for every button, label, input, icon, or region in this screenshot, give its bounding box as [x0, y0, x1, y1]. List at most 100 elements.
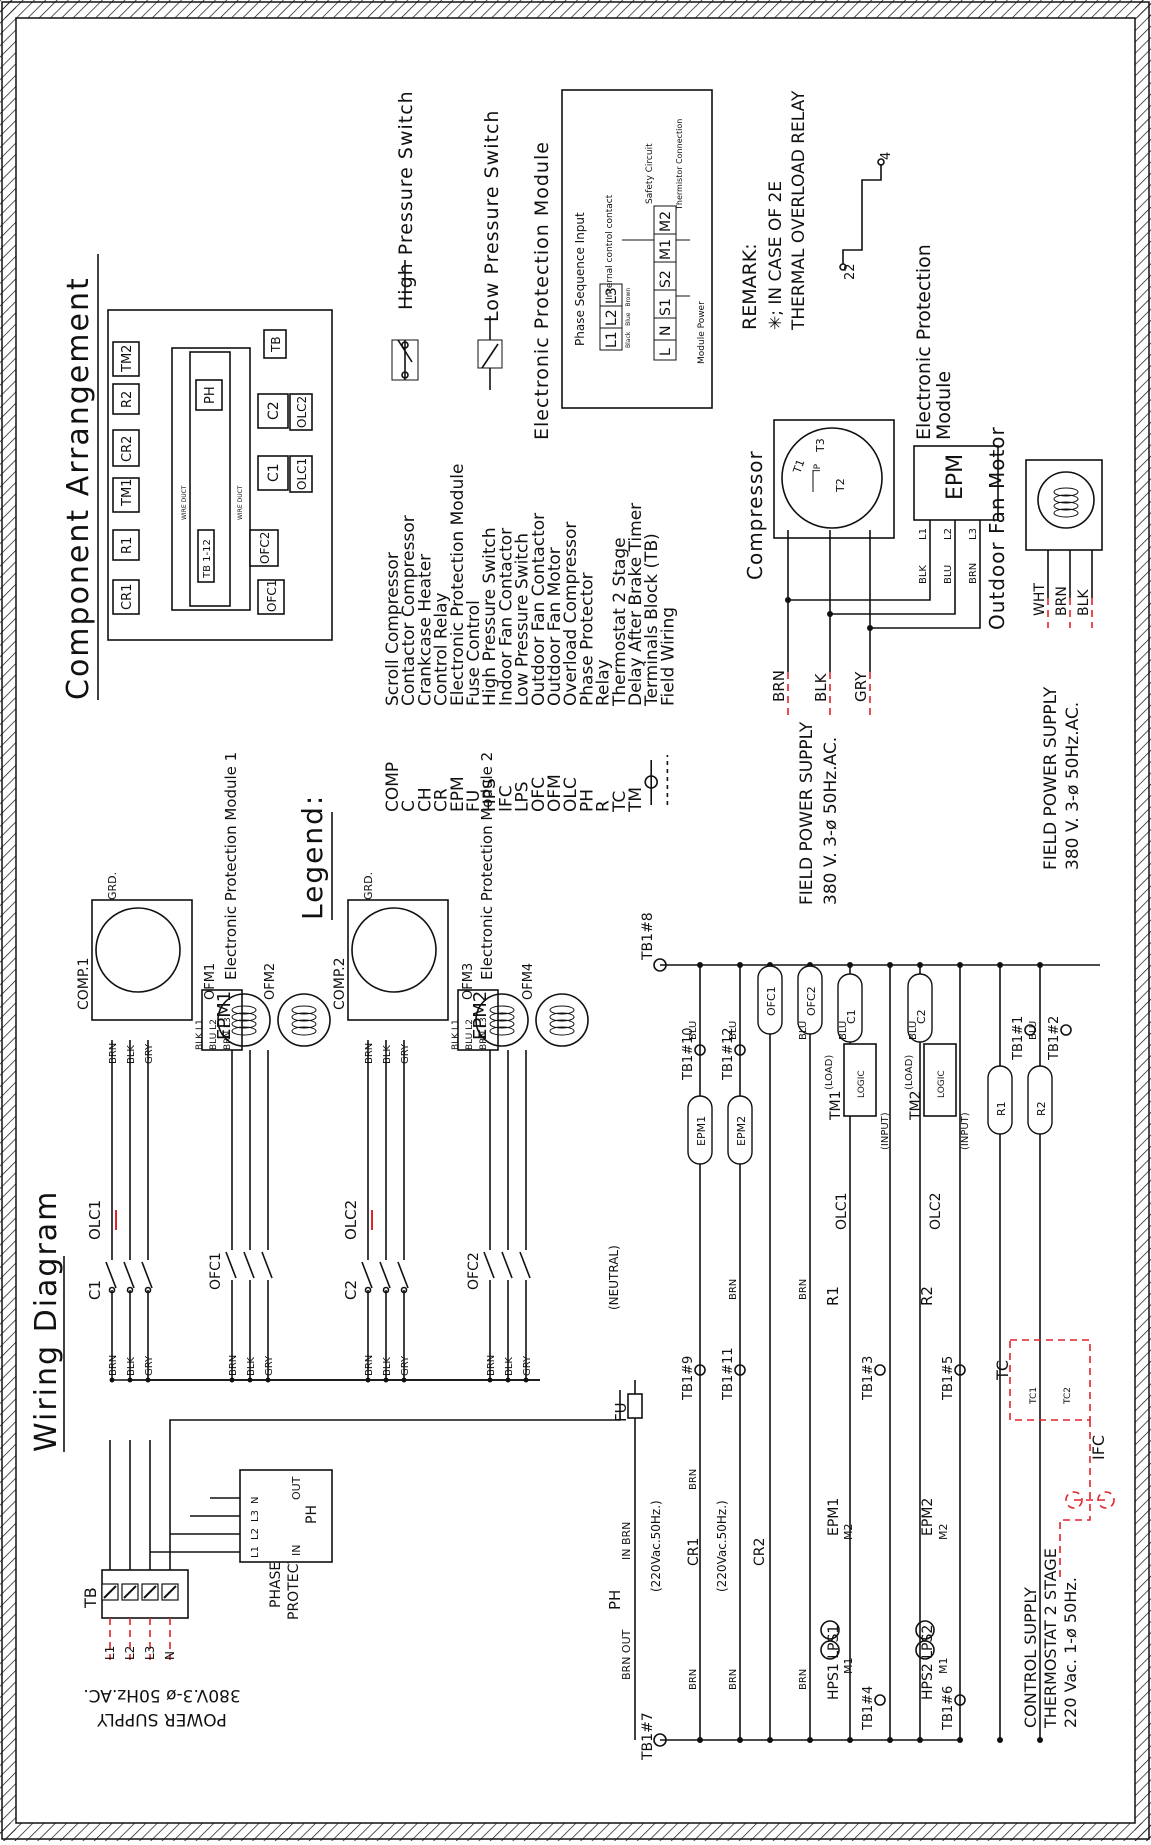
fw-wire-1-0: BRN [228, 1355, 239, 1376]
rung-wire-4: BRN [728, 1279, 739, 1300]
legend-code-0: COMP [383, 762, 403, 812]
v220-1: (220Vac.50Hz.) [649, 1500, 663, 1592]
coil-7 [1027, 1065, 1053, 1135]
tm-input-2: (INPUT) [960, 1112, 971, 1150]
legend-title: Legend: [296, 794, 329, 920]
olc1-contact: OLC1 [834, 1192, 850, 1230]
coil-label-3: OFC2 [805, 986, 818, 1016]
m1-0: M1 [842, 1658, 855, 1675]
cw-wire-2-2: GRY [400, 1043, 411, 1064]
fan-wire-brn: BRN [1054, 586, 1070, 616]
fan-supply-2: 380 V. 3-ø 50Hz.AC. [1063, 702, 1083, 870]
ofc-1: OFC1 [208, 1252, 224, 1290]
comp-wire-brn: BRN [770, 670, 788, 702]
epm-module-diagram: Phase Sequence Input Internal control co… [561, 89, 713, 409]
fw-wire-2-1: BLK [504, 1357, 515, 1376]
tb-term-5: TB1#4 [861, 1686, 876, 1731]
tm-logic-2: LOGIC [937, 1070, 947, 1098]
legend-desc-17: Field Wiring [658, 607, 678, 706]
tc-label: TC [993, 1360, 1012, 1381]
legend-desc-14: Thermostat 2 Stage [610, 537, 630, 707]
legend-desc-8: Low Pressure Switch [513, 533, 533, 706]
legend-desc-5: Fuse Control [464, 600, 484, 706]
hps-icon-0 [820, 1640, 840, 1660]
legend-desc-6: High Pressure Switch [480, 527, 500, 706]
coil-0 [687, 1095, 713, 1165]
legend-code-8: LPS [513, 781, 533, 812]
fan-supply-1: FIELD POWER SUPPLY [1041, 686, 1061, 870]
coil-3 [797, 965, 823, 1035]
border-bottom [0, 1823, 1151, 1841]
olc-2: OLC2 [342, 1200, 360, 1240]
epm-box-label: EPM [943, 454, 968, 500]
ofm-1-1-icon [277, 993, 331, 1047]
rung-wire-5: BRN [798, 1279, 809, 1300]
tc1: TC1 [1029, 1387, 1039, 1405]
rung-wire-11: BLU [1028, 1021, 1039, 1040]
ca-ofc2: OFC2 [258, 532, 272, 564]
tc-box [1009, 1339, 1091, 1421]
cr1-contact: CR1 [686, 1538, 702, 1566]
epm-colors: Black Blue Brown [625, 288, 632, 348]
rung-wire-1: BRN [728, 1669, 739, 1690]
line-n: N [163, 1651, 177, 1660]
fw-wire-2-2: GRY [522, 1355, 533, 1376]
legend-code-13: R [594, 800, 614, 812]
coil-label-2: OFC1 [765, 986, 778, 1016]
rung-wire-0: BRN [688, 1669, 699, 1690]
ca-ph: PH [203, 386, 218, 404]
power-supply-2: POWER SUPPLY [97, 1709, 227, 1729]
ph-ladder-label: PH [606, 1590, 624, 1610]
ca-tm2: TM2 [120, 345, 135, 373]
tm-load-1: (LOAD) [824, 1055, 835, 1090]
legend-code-14: TC [610, 791, 630, 813]
rung-wire-6: BLU [688, 1021, 699, 1040]
m2-0: M2 [842, 1524, 855, 1541]
epm-coil-2: EPM2 [920, 1498, 936, 1536]
cr2-contact: CR2 [752, 1538, 768, 1566]
pw-wire-1-2: GRY [144, 1355, 155, 1376]
fan-motor-icon [1037, 471, 1095, 529]
tm-logic-1: LOGIC [857, 1070, 867, 1098]
legend-code-15: TM [626, 787, 646, 813]
pw-wire-2-0: BRN [364, 1355, 375, 1376]
tb-term-7: TB1#6 [941, 1686, 956, 1731]
epm-term-l1: L1 [604, 331, 620, 348]
ph-in-brn: IN BRN [620, 1522, 633, 1560]
comp-ip: IP [813, 463, 823, 472]
contactor-2: C2 [342, 1280, 360, 1300]
legend-desc-10: Outdoor Fan Motor [545, 547, 565, 706]
line-l2: L2 [123, 1646, 137, 1660]
compressor-1-icon [95, 907, 181, 993]
epm-wire-brn: BRN [968, 563, 979, 584]
control-supply-1: CONTROL SUPPLY [1021, 1587, 1040, 1728]
ew-wire-2-0: BLK L1 [451, 1019, 461, 1050]
coil-label-6: R1 [995, 1101, 1008, 1116]
coil-label-4: C1 [845, 1009, 858, 1024]
ca-cr1: CR1 [120, 584, 135, 610]
cw-wire-1-1: BLK [126, 1045, 137, 1064]
ew-wire-2-2: BRN L3 [479, 1017, 489, 1050]
legend-desc-3: Control Relay [432, 592, 452, 706]
epm-2-box: EPM2 [470, 991, 491, 1040]
hps-symbol-label: High Pressure Switch [395, 90, 417, 310]
tb-8: TB1#8 [640, 912, 656, 961]
legend-code-1: C [399, 800, 419, 812]
component-arrangement: Component Arrangement CR1 R1 TM1 CR2 R2 … [61, 254, 333, 700]
compressor-field-wiring: Compressor T1 T2 T3 IP EPM Electronic Pr… [743, 244, 999, 905]
ofm-1-0-icon [217, 993, 271, 1047]
module-power: Module Power [697, 301, 707, 364]
hps-lps-1: HPS1 LPS1 [826, 1625, 842, 1700]
legend-desc-1: Contactor Compressor [399, 515, 419, 706]
wiring-title: Wiring Diagram [29, 1190, 64, 1452]
remark: REMARK: ✳; IN CASE OF 2E THERMAL OVERLOA… [739, 90, 894, 331]
epm-term-l3: L3 [604, 287, 620, 304]
fan-wire-blk: BLK [1076, 589, 1092, 616]
ph-in: IN [290, 1545, 303, 1556]
legend-desc-12: Phase Protector [577, 572, 597, 706]
tm-input-1: (INPUT) [880, 1112, 891, 1150]
comp-wire-blk: BLK [812, 672, 830, 702]
legend-code-10: OFM [545, 774, 565, 812]
comp-t1: T1 [790, 458, 807, 476]
remark-pin-22: 22 [843, 263, 858, 280]
